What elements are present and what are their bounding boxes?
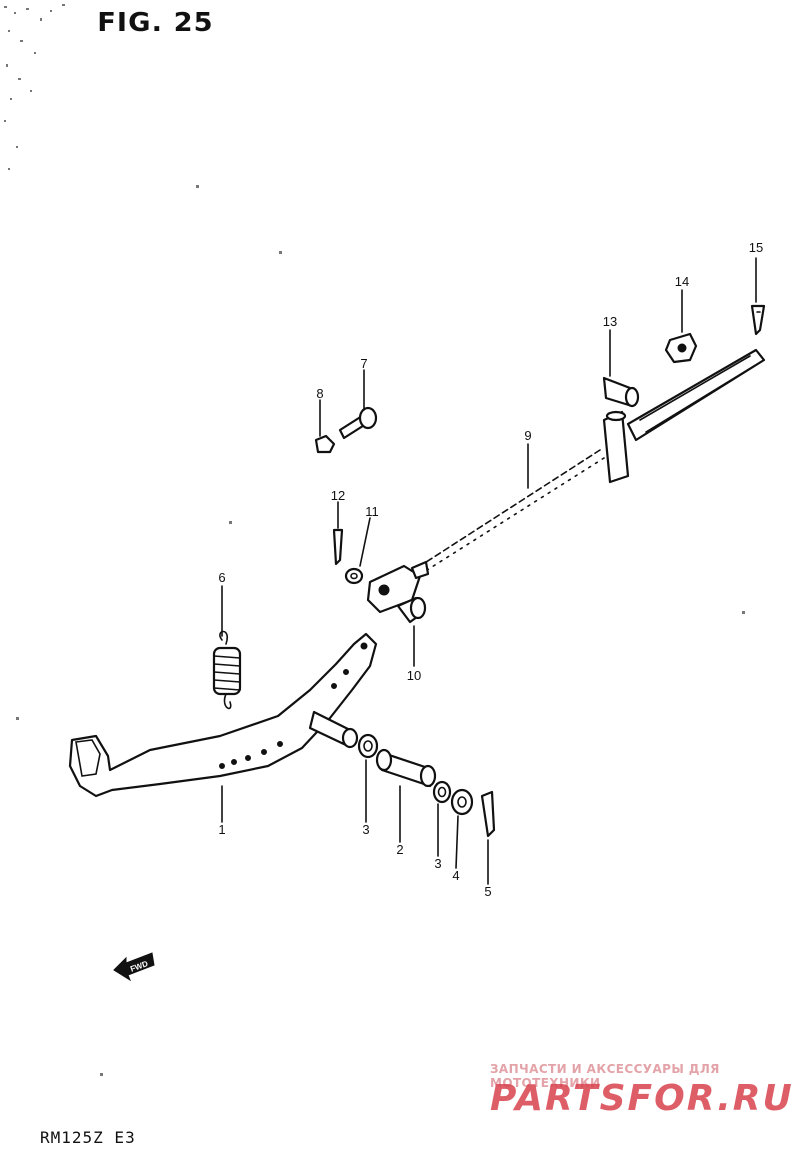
- callout-2: 2: [396, 842, 403, 857]
- model-code: RM125Z E3: [40, 1128, 136, 1147]
- callout-13: 13: [603, 314, 617, 329]
- watermark-logo: PARTSFOR.RU: [490, 1078, 794, 1119]
- leader-lines: [221, 257, 757, 885]
- part-9-brake-rod: [419, 348, 766, 573]
- callout-6: 6: [218, 570, 225, 585]
- callout-11: 11: [365, 504, 379, 519]
- figure-title: FIG. 25: [97, 8, 214, 38]
- part-10-clevis-pin: [396, 596, 427, 624]
- part-12-cotter-pin: [332, 528, 344, 566]
- callout-9: 9: [524, 428, 531, 443]
- part-7-bolt: [338, 406, 378, 440]
- callout-14: 14: [675, 274, 689, 289]
- part-15-cotter-pin: [750, 304, 766, 336]
- callout-8: 8: [316, 386, 323, 401]
- part-3-washer-a: [357, 733, 379, 759]
- part-8-nut: [314, 434, 336, 454]
- part-2-bushing: [375, 748, 437, 788]
- part-4-washer: [450, 788, 474, 816]
- callout-4: 4: [452, 868, 459, 883]
- callout-3a: 3: [362, 822, 369, 837]
- part-13-collar: [602, 376, 640, 408]
- callout-3b: 3: [434, 856, 441, 871]
- part-3-washer-b: [432, 780, 452, 804]
- watermark-tagline: ЗАПЧАСТИ И АКСЕССУАРЫ ДЛЯ МОТОТЕХНИКИ: [490, 1062, 720, 1090]
- part-11-washer: [344, 567, 364, 585]
- part-14-cap: [664, 332, 698, 364]
- scan-noise: [4, 4, 745, 1076]
- callout-12: 12: [331, 488, 345, 503]
- part-6-return-spring: [212, 630, 242, 710]
- callout-7: 7: [360, 356, 367, 371]
- callout-10: 10: [407, 668, 421, 683]
- part-5-cotter-pin: [480, 790, 496, 838]
- callout-labels: 15 14 13 9 7 8 12 11 10 6 1 3 2 3 4 5: [218, 240, 763, 899]
- part-1-brake-pedal: [68, 632, 378, 798]
- callout-15: 15: [749, 240, 763, 255]
- callout-5: 5: [484, 884, 491, 899]
- callout-1: 1: [218, 822, 225, 837]
- forward-arrow-icon: FWD: [113, 952, 155, 982]
